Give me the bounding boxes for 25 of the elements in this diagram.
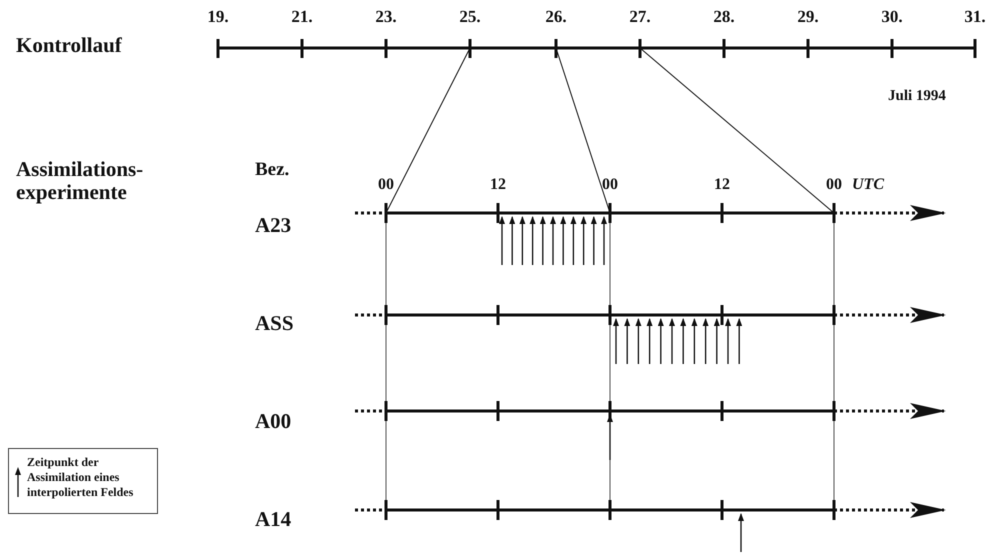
hour-label: 00 bbox=[378, 176, 394, 194]
hour-label: 00 bbox=[826, 176, 842, 194]
experiment-label: ASS bbox=[255, 312, 294, 336]
experiment-label: A23 bbox=[255, 214, 292, 238]
row-heading: Kontrollauf bbox=[16, 34, 122, 58]
date-label: 31. bbox=[964, 8, 986, 27]
unit-label: UTC bbox=[852, 176, 884, 194]
experiment-label: A00 bbox=[255, 410, 292, 434]
date-label: 28. bbox=[713, 8, 735, 27]
date-label: 29. bbox=[797, 8, 819, 27]
date-label: 23. bbox=[375, 8, 397, 27]
month-label: Juli 1994 bbox=[888, 88, 946, 104]
date-label: 21. bbox=[291, 8, 313, 27]
date-label: 26. bbox=[545, 8, 567, 27]
date-label: 27. bbox=[629, 8, 651, 27]
hour-label: 12 bbox=[490, 176, 506, 194]
experiment-label: A14 bbox=[255, 508, 292, 532]
column-heading: Bez. bbox=[255, 160, 290, 181]
row-heading: Assimilations- experimente bbox=[16, 158, 144, 204]
legend-text: Zeitpunkt der Assimilation eines interpolierten Feldes bbox=[27, 455, 134, 500]
hour-label: 12 bbox=[714, 176, 730, 194]
hour-label: 00 bbox=[602, 176, 618, 194]
date-label: 19. bbox=[207, 8, 229, 27]
date-label: 30. bbox=[881, 8, 903, 27]
date-label: 25. bbox=[459, 8, 481, 27]
